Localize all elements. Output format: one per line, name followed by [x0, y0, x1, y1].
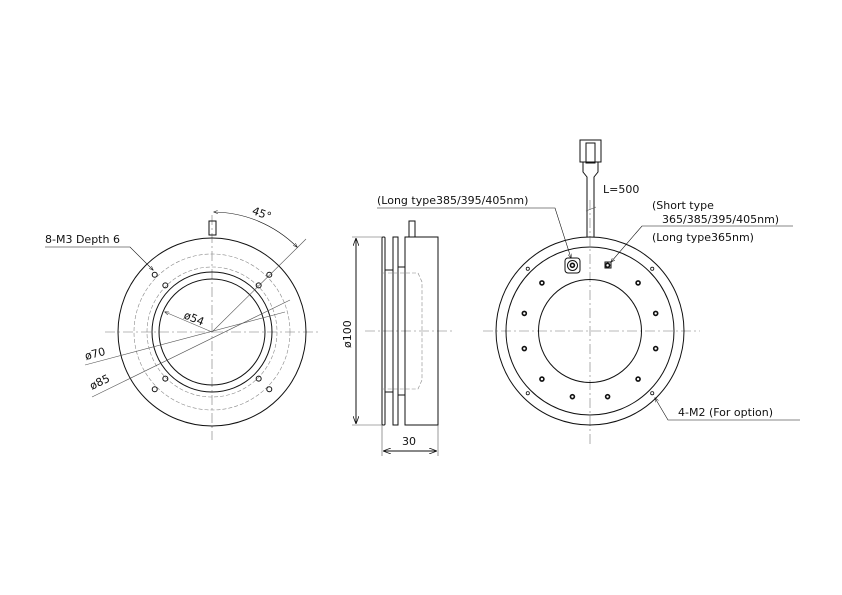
short-type-line2: 365/385/395/405nm) — [662, 213, 779, 226]
led-hole — [521, 345, 528, 352]
connector — [579, 139, 602, 163]
led-hole — [635, 280, 641, 286]
m2-hole — [650, 266, 655, 271]
led-hole — [539, 280, 545, 286]
led-hole — [652, 345, 659, 352]
dia-85-label: ø85 — [88, 372, 112, 393]
m2-hole — [650, 391, 655, 396]
m3-hole — [266, 271, 273, 278]
cable-stub — [208, 220, 217, 236]
m3-hole — [151, 271, 158, 278]
thickness-label: 30 — [402, 435, 416, 448]
m3-hole — [162, 375, 169, 382]
led-hole — [635, 376, 641, 382]
front-view: 45° 8-M3 Depth 6 ø54 ø70 ø85 — [45, 204, 320, 440]
angle-label: 45° — [250, 204, 273, 223]
short-type-line1: (Short type — [652, 199, 714, 212]
led-hole — [521, 310, 528, 317]
hole-callout: 8-M3 Depth 6 — [45, 233, 120, 246]
bore — [538, 279, 642, 383]
m3-hole — [151, 386, 158, 393]
led-hole — [569, 393, 576, 400]
long-type-note: (Long type385/395/405nm) — [377, 194, 528, 207]
side-view: ø100 30 — [341, 220, 455, 456]
led-hole — [652, 310, 659, 317]
long-type-365-note: (Long type365nm) — [652, 231, 754, 244]
bore — [158, 278, 266, 386]
short-type-sensor — [604, 261, 612, 269]
led-mount-holes — [521, 262, 659, 400]
m3-hole — [266, 386, 273, 393]
back-view: L=500 (Long type385/395/405nm) (Short ty… — [377, 139, 800, 445]
body — [404, 236, 439, 426]
led-hole — [604, 262, 611, 269]
long-type-led — [564, 257, 581, 274]
cable-length-label: L=500 — [603, 183, 639, 196]
dia-100-label: ø100 — [341, 320, 354, 348]
m3-hole — [162, 282, 169, 289]
m2-hole — [525, 391, 530, 396]
outer-edge — [117, 237, 307, 427]
m3-hole — [255, 282, 262, 289]
m3-holes — [151, 271, 273, 393]
m2-hole — [525, 266, 530, 271]
led-hole — [569, 262, 576, 269]
dia-70-label: ø70 — [83, 345, 106, 363]
dia-54-label: ø54 — [182, 309, 206, 329]
led-hole — [604, 393, 611, 400]
led-hole — [539, 376, 545, 382]
m3-hole — [255, 375, 262, 382]
option-holes-callout: 4-M2 (For option) — [678, 406, 773, 419]
